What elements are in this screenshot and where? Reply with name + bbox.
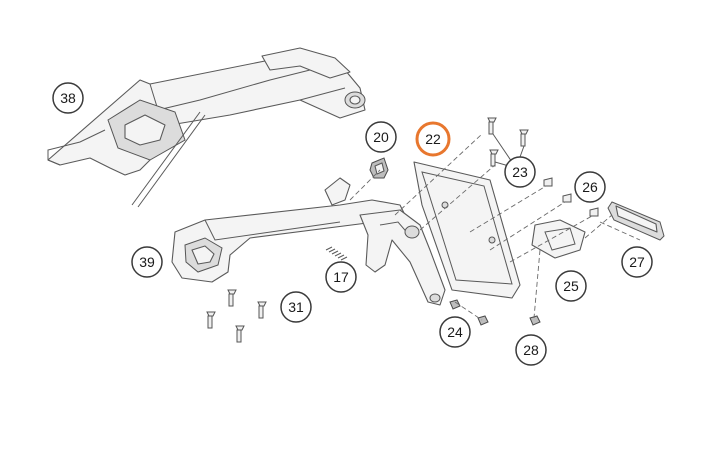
part-20-rubber-block <box>369 157 389 179</box>
svg-text:26: 26 <box>582 179 598 195</box>
callout-26: 26 <box>574 171 606 203</box>
part-24-nuts <box>449 299 489 326</box>
part-22-license-plate-holder <box>413 161 521 299</box>
callout-27: 27 <box>621 246 653 278</box>
part-26-bolts <box>543 177 599 217</box>
callout-23: 23 <box>504 156 536 188</box>
part-25-reflector-bracket <box>531 219 586 259</box>
callout-38: 38 <box>52 82 84 114</box>
callout-31: 31 <box>280 291 312 323</box>
callout-17: 17 <box>325 261 357 293</box>
svg-text:17: 17 <box>333 269 349 285</box>
callout-39: 39 <box>131 246 163 278</box>
part-28-nut <box>529 315 541 326</box>
svg-text:28: 28 <box>523 342 539 358</box>
svg-text:39: 39 <box>139 254 155 270</box>
assembly-lines <box>349 133 641 321</box>
svg-text:27: 27 <box>629 254 645 270</box>
svg-text:23: 23 <box>512 164 528 180</box>
part-31-bolts <box>206 289 267 343</box>
callout-28: 28 <box>515 334 547 366</box>
part-38-upper-frame <box>47 47 366 208</box>
svg-text:25: 25 <box>563 278 579 294</box>
part-17-spring <box>325 246 348 261</box>
callout-20: 20 <box>365 121 397 153</box>
callout-22-highlighted: 22 <box>415 121 451 157</box>
svg-text:38: 38 <box>60 90 76 106</box>
svg-text:20: 20 <box>373 129 389 145</box>
part-27-reflector <box>607 201 665 241</box>
svg-text:31: 31 <box>288 299 304 315</box>
callout-24: 24 <box>439 316 471 348</box>
svg-text:22: 22 <box>425 131 441 147</box>
part-39-lower-bracket <box>171 177 446 306</box>
svg-text:24: 24 <box>447 324 463 340</box>
callout-25: 25 <box>555 270 587 302</box>
